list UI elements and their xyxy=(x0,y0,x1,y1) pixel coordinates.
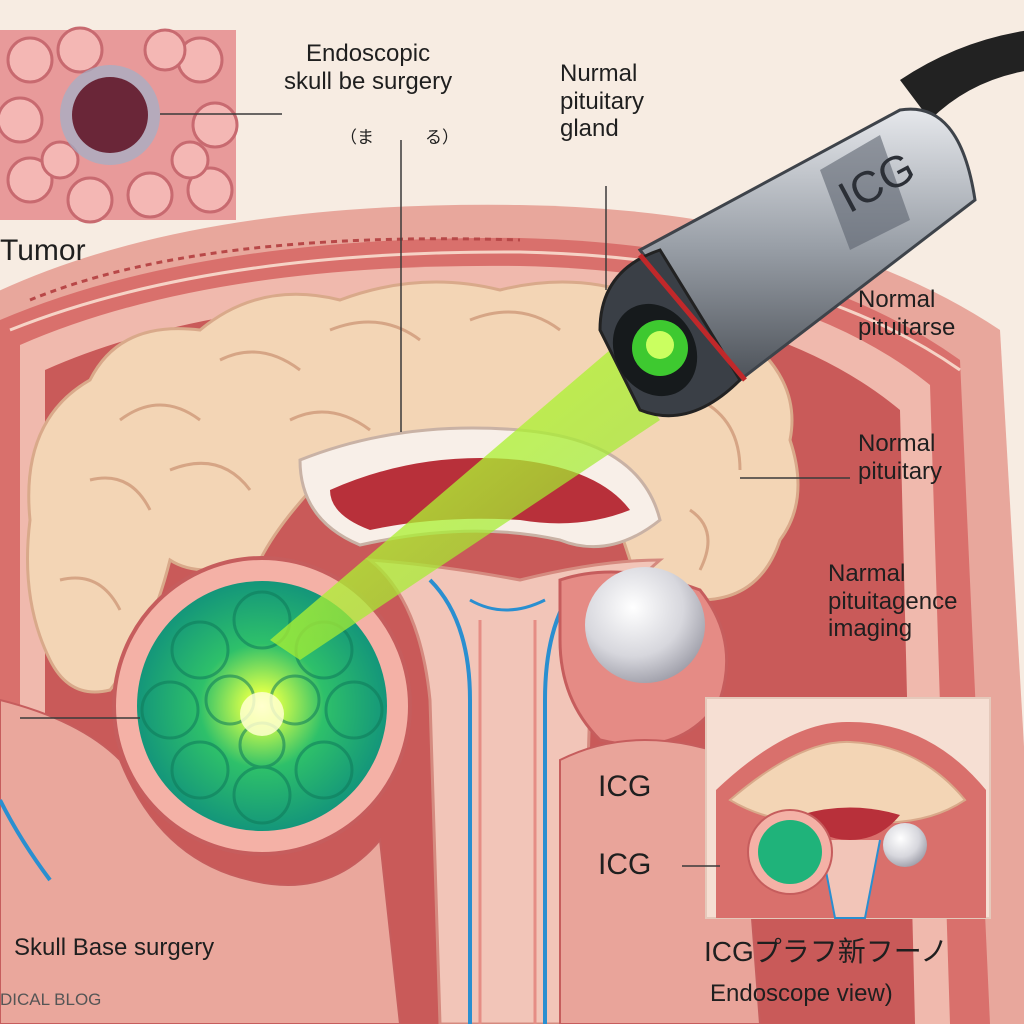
label-fluorescence-imaging: Narmal pituitagence imaging xyxy=(828,560,958,643)
normal-pituitary-gland xyxy=(585,567,705,683)
leader-lines xyxy=(20,113,850,867)
microscopy-inset xyxy=(0,26,239,224)
left-structures xyxy=(0,698,402,1024)
laser-beam xyxy=(270,350,660,660)
label-normal-pituitary-right-1: Normal pituitarse xyxy=(858,286,956,341)
label-icg-2: ICG xyxy=(598,848,652,881)
label-tumor: Tumor xyxy=(0,234,86,267)
label-endoscopic-surgery: Endoscopic skull be surgery xyxy=(284,40,453,95)
endoscope-view-inset xyxy=(705,697,991,919)
label-icg-1: ICG xyxy=(598,770,652,803)
label-endoscope-view-title: ICGプラフ新フーノ xyxy=(704,936,949,967)
label-endoscopic-sub: （ま る） xyxy=(340,128,459,147)
label-normal-pituitary-right-2: Normal pituitary xyxy=(858,430,943,485)
endoscope xyxy=(598,30,1024,418)
label-skull-base-surgery: Skull Base surgery xyxy=(14,934,215,961)
label-normal-pituitary-gland-top: Nurmal pituitary gland xyxy=(560,60,645,143)
label-blog: DICAL BLOG xyxy=(0,990,102,1009)
label-endoscope-view-sub: Endoscope view) xyxy=(710,980,893,1007)
